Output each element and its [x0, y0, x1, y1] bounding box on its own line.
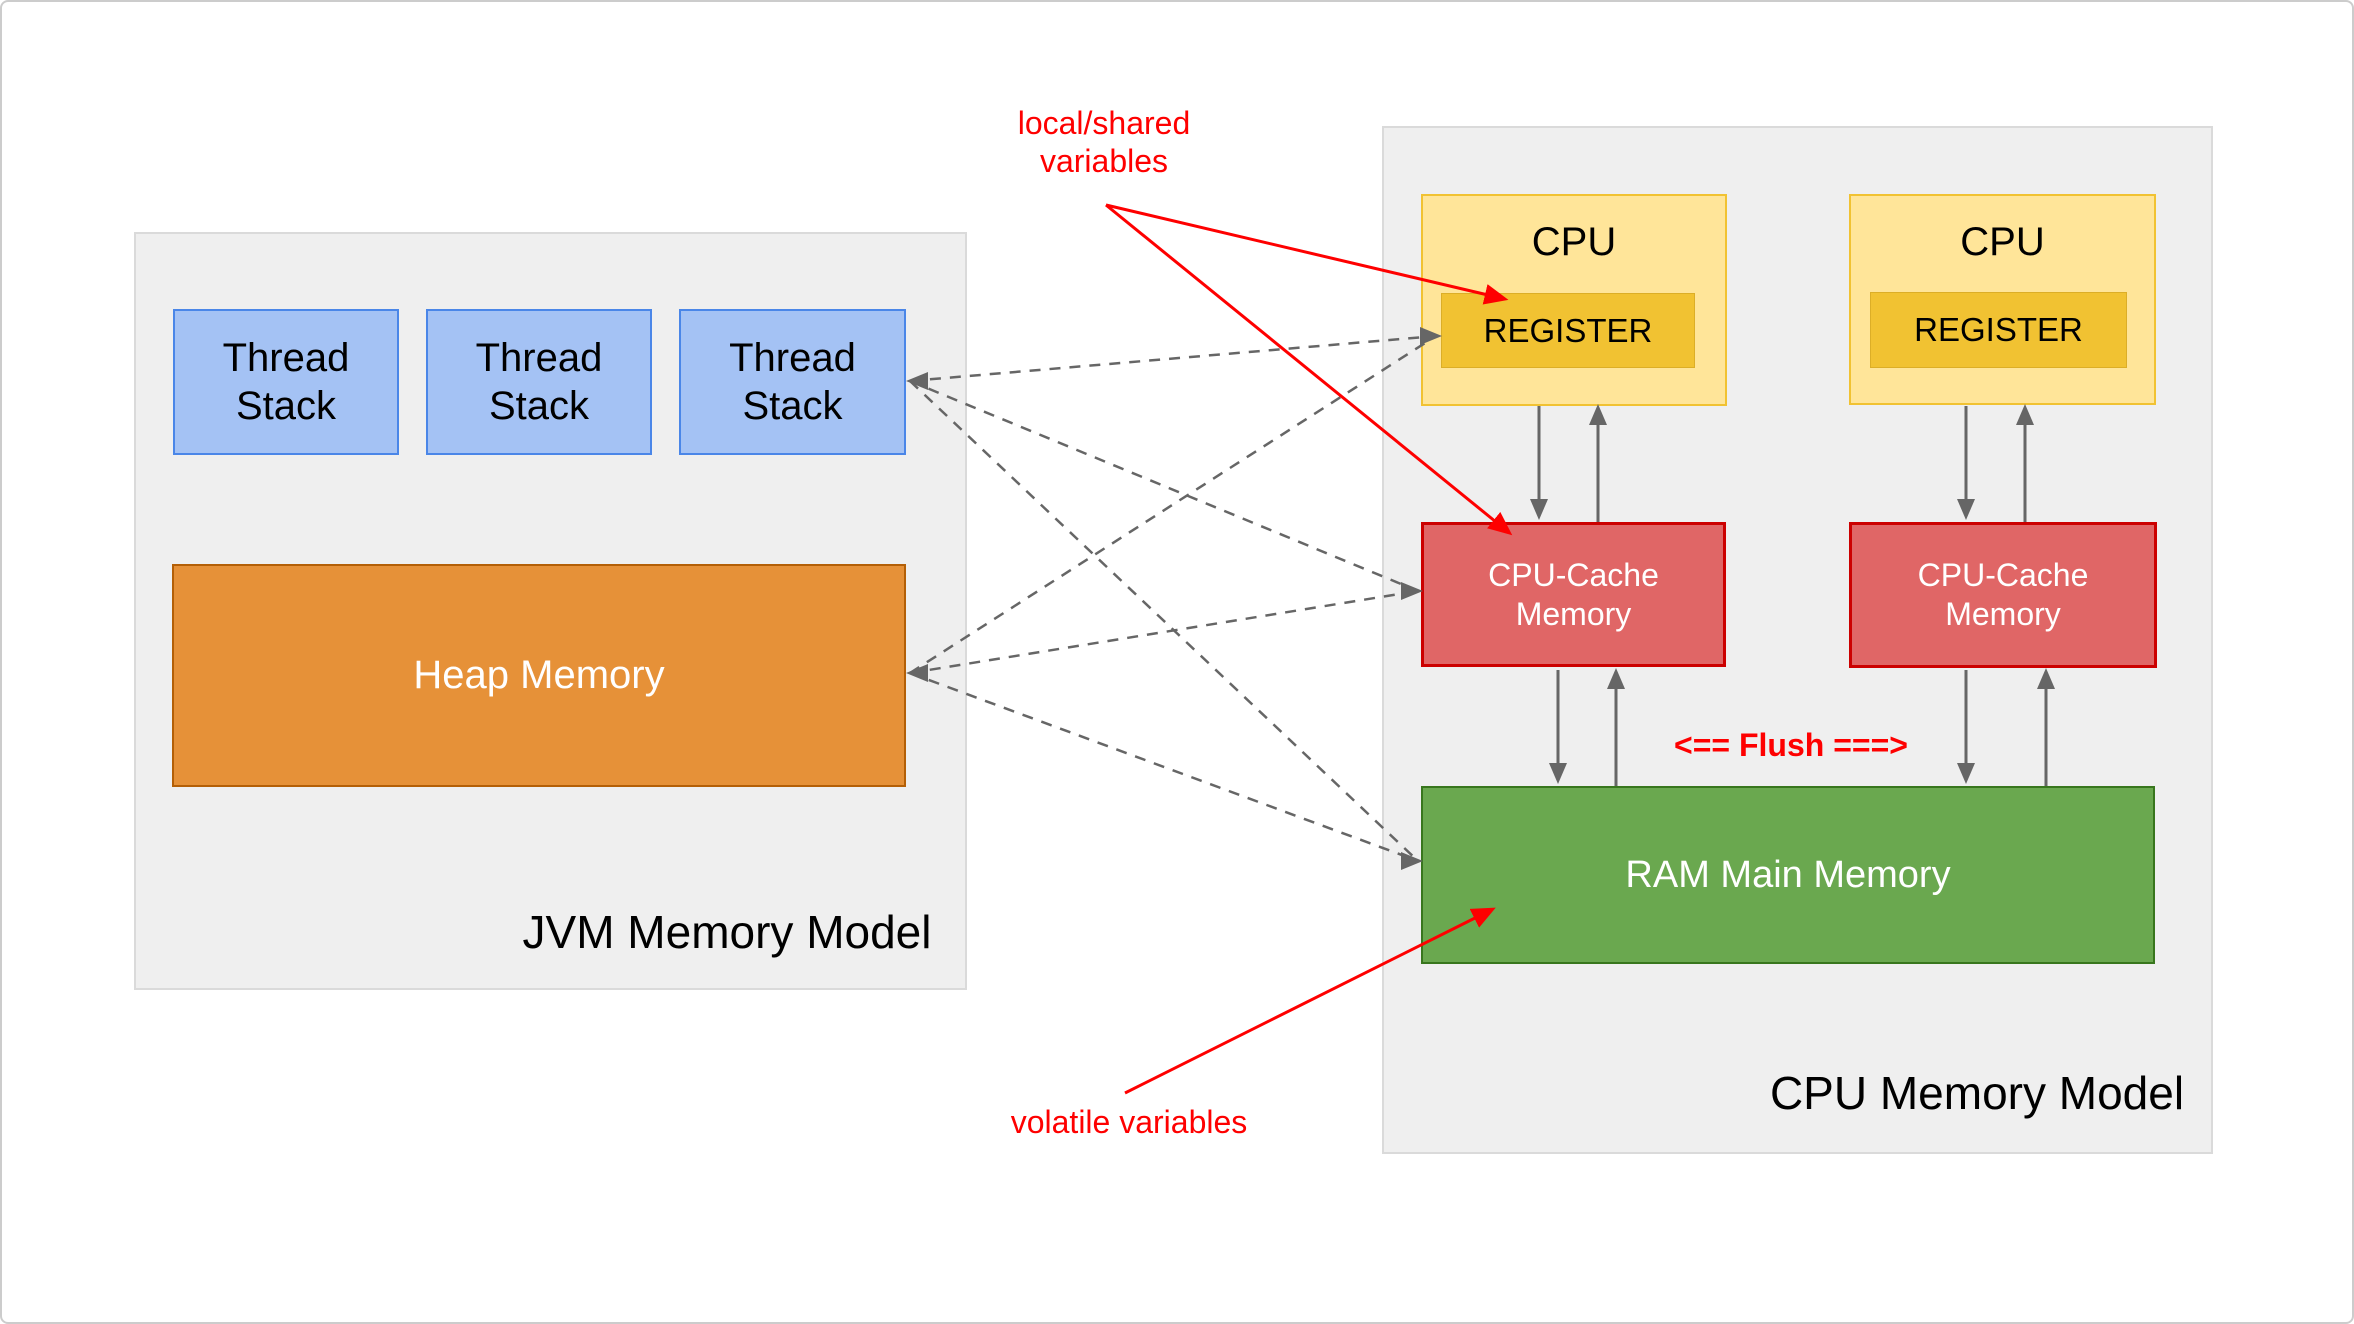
register-box-1: REGISTER [1441, 293, 1695, 368]
local-shared-variables-annotation: local/shared variables [1017, 105, 1191, 179]
volatile-variables-annotation: volatile variables [1010, 1104, 1248, 1140]
thread-stack-label: Thread Stack [729, 336, 856, 428]
cpu-model-title: CPU Memory Model [1769, 1067, 2185, 1119]
cpu-cache-box-2: CPU-Cache Memory [1849, 522, 2157, 668]
dashed-connector-arrowheads [906, 327, 1442, 870]
cpu-cache-box-1: CPU-Cache Memory [1421, 522, 1726, 667]
cpu-title: CPU [1960, 220, 2045, 264]
thread-stack-label: Thread Stack [222, 336, 350, 428]
register-label: REGISTER [1914, 311, 2083, 348]
thread-stack-box-3: Thread Stack [679, 309, 906, 455]
jvm-model-title: JVM Memory Model [522, 906, 932, 958]
connector-heap-cache [909, 589, 1419, 675]
register-box-2: REGISTER [1870, 292, 2127, 368]
cpu-title: CPU [1531, 220, 1617, 264]
connector-thread-register [909, 334, 1437, 383]
connector-thread-cache [909, 379, 1419, 593]
heap-memory-box: Heap Memory [172, 564, 906, 787]
dashed-connectors [909, 334, 1437, 863]
heap-memory-label: Heap Memory [413, 653, 665, 697]
thread-stack-box-2: Thread Stack [426, 309, 652, 455]
register-label: REGISTER [1483, 311, 1653, 349]
thread-stack-box-1: Thread Stack [173, 309, 399, 455]
cpu-cache-label: CPU-Cache Memory [1488, 556, 1659, 632]
cpu-cache-label: CPU-Cache Memory [1917, 557, 2089, 632]
ram-main-memory-box: RAM Main Memory [1421, 786, 2155, 964]
flush-annotation: <== Flush ===> [1674, 727, 1908, 763]
connector-heap-register [909, 334, 1437, 675]
connector-thread-ram [909, 380, 1419, 862]
thread-stack-label: Thread Stack [475, 336, 603, 428]
connector-heap-ram [909, 671, 1419, 863]
ram-label: RAM Main Memory [1625, 853, 1951, 896]
